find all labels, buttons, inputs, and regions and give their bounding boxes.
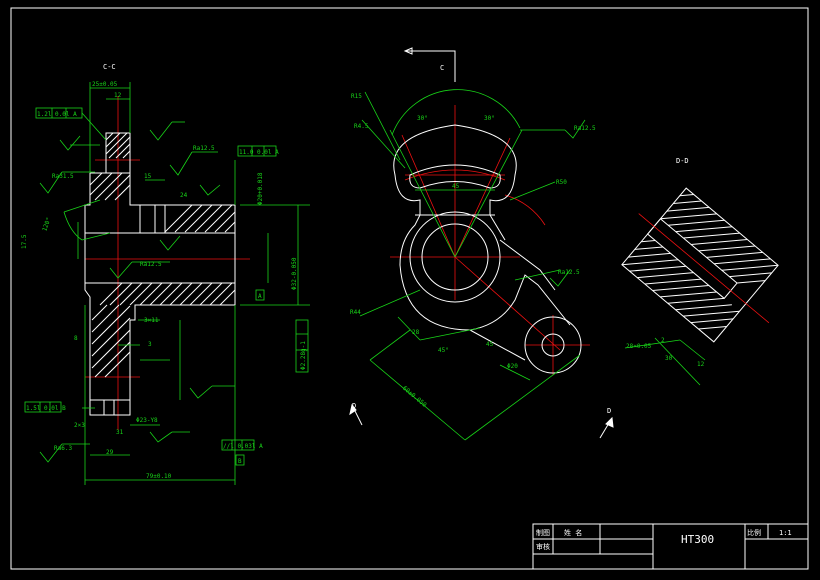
- dim-a30b: 30°: [484, 115, 495, 122]
- dim-outer2: Φ2.28g-1: [300, 341, 307, 370]
- dim-15: 15: [144, 173, 152, 180]
- title-name-label: 姓 名: [564, 528, 582, 537]
- dim-hole: Φ23-Y8: [136, 417, 158, 424]
- right-section-view: D-D: [621, 157, 779, 386]
- dim-24: 24: [180, 192, 188, 199]
- tol-box: 11.0 0.0l A: [239, 149, 279, 156]
- dim-top-width: 25±0.05: [92, 81, 118, 88]
- dim-r15: R15: [351, 93, 362, 100]
- dim-c1: 28×0.05: [626, 343, 652, 350]
- front-view: C: [349, 47, 614, 441]
- datum-a: A: [258, 293, 262, 300]
- dim-8: 8: [74, 335, 78, 342]
- left-section-view: C-C: [21, 63, 310, 485]
- ra-bottom: Ra6.3: [54, 445, 72, 452]
- dim-29: 29: [106, 449, 114, 456]
- sheet-border: [10, 7, 809, 570]
- section-arrow-d-right: D: [607, 407, 611, 415]
- section-arrow-c-top: C: [440, 64, 444, 72]
- dim-ra-mid: Ra12.5: [558, 269, 580, 276]
- dim-chamfer: 2: [661, 337, 665, 344]
- dim-r44: R44: [350, 309, 361, 316]
- title-material: HT300: [681, 533, 714, 546]
- dim-31: 31: [116, 429, 124, 436]
- dim-total: 79±0.10: [146, 473, 172, 480]
- dim-a30: 30°: [417, 115, 428, 122]
- dim-3: 3: [148, 341, 152, 348]
- dim-w45: 45: [452, 183, 460, 190]
- tol-bottom: 1.5l 0.0l B: [26, 405, 66, 412]
- view-label-c-c: C-C: [103, 63, 116, 71]
- dim-28: 28: [412, 329, 420, 336]
- dim-angle: 120°: [41, 216, 53, 232]
- dim-r50: R50: [556, 179, 567, 186]
- dim-2x: 2×3: [74, 422, 85, 429]
- dim-a45: 45°: [438, 347, 449, 354]
- dim-d20: Φ20: [507, 363, 518, 370]
- ra-mid: Ra12.5: [140, 261, 162, 268]
- dim-top-sub: 12: [114, 92, 122, 99]
- datum-b: B: [238, 458, 242, 465]
- tol-top: 1.2l 0.0l A: [37, 111, 77, 118]
- dim-r4: R4.5: [354, 123, 369, 130]
- dim-c3: 30: [665, 355, 673, 362]
- dim-long: 60±0.050: [401, 385, 428, 409]
- title-row2-label: 审核: [536, 542, 550, 551]
- section-arrow-d-left: D: [352, 402, 356, 410]
- dim-c2: 12: [697, 361, 705, 368]
- dim-outer: Φ32-0.050: [291, 257, 298, 290]
- ra-top: Ra12.5: [193, 145, 215, 152]
- dim-thread: 3×11: [144, 317, 159, 324]
- tol-right: //l 0.03l A: [223, 443, 263, 450]
- dim-bore: Φ20+0.018: [257, 172, 264, 205]
- dim-d45: 45: [486, 341, 494, 348]
- dim-ra-top: Ra12.5: [574, 125, 596, 132]
- title-scale-label: 比例: [747, 528, 761, 537]
- title-scale-value: 1:1: [779, 529, 792, 537]
- ra-left: Ra31.5: [52, 173, 74, 180]
- view-label-d-d: D-D: [676, 157, 689, 165]
- title-block: 制图 审核 姓 名 HT300 比例 1:1: [532, 523, 809, 570]
- title-row1-label: 制图: [536, 528, 550, 537]
- dim-17: 17.5: [21, 234, 28, 249]
